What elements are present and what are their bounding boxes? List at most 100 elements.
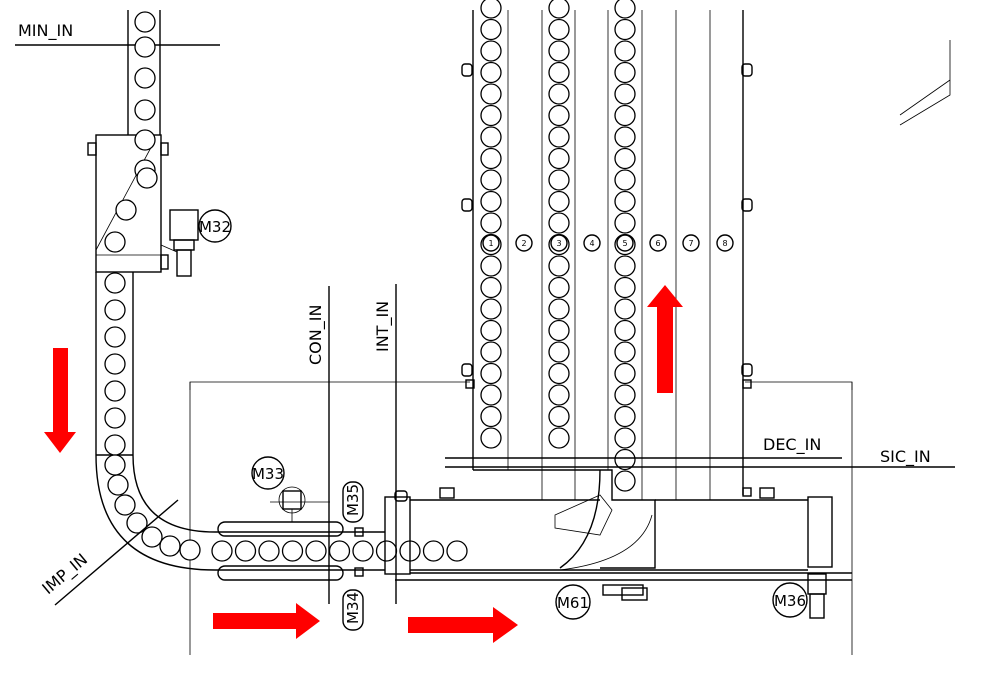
- left-conveyor-rollers: [104, 11, 201, 561]
- guide-clip: [461, 63, 473, 77]
- roller: [614, 298, 636, 320]
- roller: [548, 104, 570, 127]
- roller: [548, 212, 570, 234]
- m32-motor: M32: [160, 209, 232, 277]
- roller: [126, 512, 148, 534]
- roller: [548, 0, 570, 19]
- roller: [614, 190, 636, 213]
- roller: [548, 276, 570, 299]
- right-arrow-left: [213, 603, 320, 639]
- roller: [328, 540, 351, 562]
- horizontal-transfer-conveyor: [215, 521, 385, 581]
- roller: [136, 167, 158, 189]
- m36-label: M36: [774, 592, 806, 610]
- roller: [548, 319, 570, 342]
- roller: [548, 298, 570, 320]
- roller: [134, 11, 156, 33]
- imp-in-label: IMP_IN: [38, 550, 91, 599]
- roller: [548, 405, 570, 428]
- roller: [480, 126, 502, 148]
- roller: [548, 255, 570, 277]
- roller: [548, 341, 570, 363]
- roller: [480, 212, 502, 234]
- roller: [258, 540, 280, 562]
- roller: [548, 147, 570, 170]
- sic-in-sensor: SIC_IN: [445, 447, 955, 468]
- roller: [480, 190, 502, 213]
- m34-label: M34: [344, 592, 362, 624]
- roller: [104, 326, 126, 348]
- roller: [614, 341, 636, 363]
- lane-number-circle: [482, 234, 500, 252]
- roller: [480, 40, 502, 62]
- roller: [548, 169, 570, 191]
- guide-clip: [741, 363, 753, 377]
- roller: [104, 299, 126, 321]
- dec-in-sensor: DEC_IN: [445, 435, 842, 459]
- roller: [548, 40, 570, 62]
- lane-number-7: 7: [688, 239, 693, 248]
- roller: [234, 540, 257, 562]
- min-in-label: MIN_IN: [18, 21, 73, 41]
- sic-in-label: SIC_IN: [880, 447, 931, 467]
- roller: [614, 405, 636, 428]
- roller: [104, 353, 126, 375]
- roller: [614, 319, 636, 342]
- m36-motor: M36: [772, 573, 827, 619]
- roller: [614, 126, 636, 148]
- roller: [115, 199, 137, 221]
- guide-clip: [461, 363, 473, 377]
- roller: [614, 169, 636, 191]
- main-transfer-body: [384, 469, 852, 601]
- con-in-label: CON_IN: [306, 305, 326, 365]
- roller: [614, 104, 636, 127]
- lane-number-6: 6: [655, 239, 660, 248]
- roller: [104, 380, 126, 402]
- lane-number-5: 5: [622, 239, 627, 248]
- lane-number-circle: [649, 234, 667, 252]
- lane-guide-clips: [461, 63, 753, 377]
- roller: [614, 470, 636, 492]
- roller: [480, 405, 502, 428]
- roller: [480, 276, 502, 299]
- roller: [480, 83, 502, 105]
- roller: [179, 539, 201, 561]
- accumulation-lanes: [465, 10, 752, 500]
- right-arrow-right: [408, 607, 518, 643]
- flow-arrows: [44, 285, 683, 643]
- roller: [134, 129, 156, 151]
- roller: [352, 540, 374, 562]
- roller: [480, 104, 502, 127]
- roller: [480, 147, 502, 170]
- m61-label: M61: [557, 594, 589, 612]
- roller: [104, 407, 126, 429]
- vertical-infeed-conveyor: [87, 10, 216, 571]
- machine-frame: [189, 381, 853, 655]
- m33-motor: M33: [251, 456, 330, 522]
- lane-number-circle: [550, 234, 568, 252]
- guide-clip: [461, 198, 473, 212]
- roller: [614, 384, 636, 406]
- roller: [480, 0, 502, 19]
- roller: [614, 448, 636, 471]
- roller: [141, 526, 163, 548]
- lane-number-circle: [682, 234, 700, 252]
- lane-number-circle: [716, 234, 734, 252]
- roller: [614, 61, 636, 84]
- roller: [614, 83, 636, 105]
- roller: [614, 212, 636, 234]
- lane-number-8: 8: [722, 239, 727, 248]
- min-in-sensor: MIN_IN: [15, 21, 220, 46]
- roller: [548, 190, 570, 213]
- lane-number-circle: [583, 234, 601, 252]
- roller: [480, 384, 502, 406]
- roller: [480, 169, 502, 191]
- guide-clip: [741, 198, 753, 212]
- roller: [548, 18, 570, 41]
- roller: [134, 36, 156, 58]
- roller: [480, 255, 502, 277]
- roller: [614, 40, 636, 62]
- roller: [614, 18, 636, 41]
- roller: [281, 540, 304, 562]
